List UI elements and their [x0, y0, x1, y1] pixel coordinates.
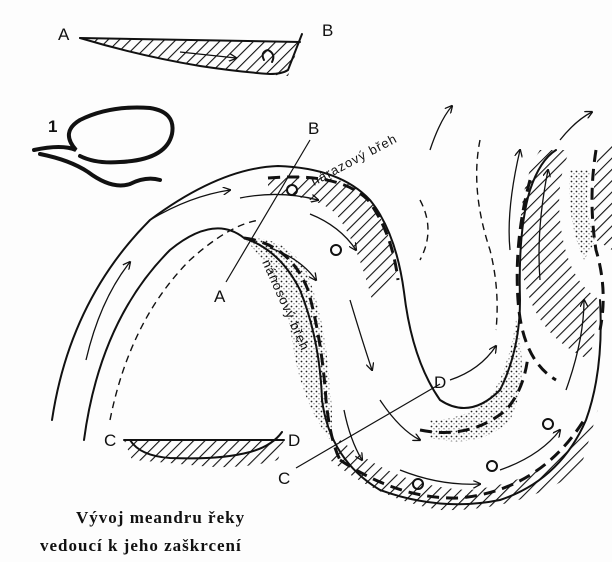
label-small-c: C [104, 431, 116, 450]
label-top-b: B [322, 21, 333, 40]
meander-sketch-1: 1 [34, 108, 173, 186]
flow-arrow-6 [350, 300, 372, 370]
eddy-icon-5 [543, 419, 553, 429]
flow-arrow-13 [509, 150, 520, 250]
eddy-icon-2 [331, 245, 341, 255]
label-main-d: D [434, 373, 446, 392]
label-main-c: C [278, 469, 290, 488]
flow-arrow-16 [430, 106, 452, 150]
label-main-a: A [214, 287, 226, 306]
thalweg-dashed-1 [110, 220, 260, 420]
flow-arrow-8 [380, 400, 420, 440]
label-top-a: A [58, 25, 70, 44]
cross-section-cd: C D [104, 431, 300, 467]
old-channel-dashed-2 [420, 200, 428, 260]
flow-arrow-14 [560, 112, 592, 140]
caption-line-1: Vývoj meandru řeky [76, 508, 245, 527]
label-small-d: D [288, 431, 300, 450]
label-section-1: 1 [48, 117, 57, 136]
label-impact-bank: nárazový břeh [308, 131, 399, 189]
cross-section-ab-bed [80, 38, 300, 76]
flow-arrow-15 [450, 346, 496, 380]
cross-section-ab: A B [58, 21, 333, 76]
caption-line-2: vedoucí k jeho zaškrcení [40, 536, 242, 555]
eddy-icon-4 [487, 461, 497, 471]
old-channel-dashed-1 [477, 140, 497, 330]
label-main-b: B [308, 119, 319, 138]
